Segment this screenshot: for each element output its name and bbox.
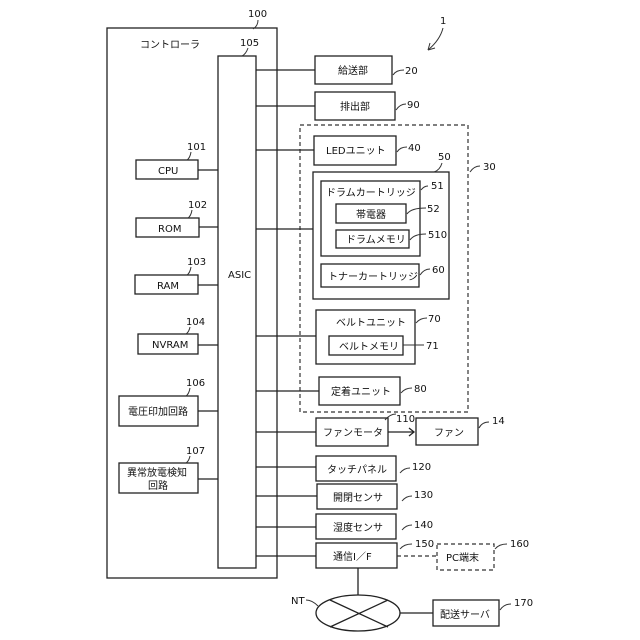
touch-panel-ref-leader [400, 468, 410, 473]
ejector-label: 排出部 [340, 100, 370, 113]
rom-label: ROM [158, 224, 181, 235]
charger-label: 帯電器 [356, 208, 386, 221]
open-sensor-ref: 130 [414, 490, 433, 501]
image-unit-group-ref-leader [470, 166, 480, 172]
process-ref-leader [434, 163, 442, 172]
fuser-ref-leader [401, 388, 412, 393]
asic-label: ASIC [228, 270, 251, 281]
fuser-ref: 80 [414, 384, 427, 395]
led-unit-label: LEDユニット [326, 146, 386, 157]
charger-ref: 52 [427, 204, 440, 215]
network-label: NT [291, 596, 305, 607]
image-unit-group-ref: 30 [483, 162, 496, 173]
fuser-label: 定着ユニット [331, 385, 391, 398]
touch-panel-ref: 120 [412, 462, 431, 473]
voltage-circuit-label: 電圧印加回路 [128, 405, 188, 418]
nvram-ref: 104 [186, 317, 205, 328]
pc-terminal-label: PC端末 [446, 551, 479, 564]
ejector-ref: 90 [407, 100, 420, 111]
comm-if-ref: 150 [415, 539, 434, 550]
delivery-server-ref-leader [500, 604, 511, 610]
asic-ref: 105 [240, 38, 259, 49]
feeder-ref-leader [393, 70, 404, 75]
open-sensor-label: 開閉センサ [333, 492, 383, 504]
touch-panel-label: タッチパネル [327, 464, 387, 476]
fan-ref-leader [479, 422, 489, 428]
humidity-sensor-ref: 140 [414, 520, 433, 531]
controller-label: コントローラ [140, 39, 200, 51]
led-unit-ref-leader [397, 147, 407, 152]
fan-motor-label: ファンモータ [323, 427, 383, 439]
ejector-ref-leader [396, 104, 406, 110]
ram-label: RAM [157, 281, 179, 292]
belt-unit-ref-leader [416, 318, 427, 323]
humidity-sensor-label: 湿度センサ [333, 521, 383, 534]
cpu-label: CPU [158, 166, 178, 177]
discharge-circuit-label-line1: 異常放電検知 [127, 466, 187, 479]
cpu-ref: 101 [187, 142, 206, 153]
discharge-circuit-label-line2: 回路 [148, 479, 168, 492]
comm-if-ref-leader [400, 544, 412, 549]
rom-ref: 102 [188, 200, 207, 211]
voltage-circuit-ref: 106 [186, 378, 205, 389]
drum-memory-label: ドラムメモリ [346, 234, 406, 246]
open-sensor-ref-leader [402, 496, 412, 501]
drum-cartridge-ref: 51 [431, 181, 444, 192]
toner-cartridge-label: トナーカートリッジ [328, 271, 418, 283]
process-ref: 50 [438, 152, 451, 163]
delivery-server-label: 配送サーバ [440, 608, 490, 621]
network-label-leader [306, 600, 318, 606]
delivery-server-ref: 170 [514, 598, 533, 609]
fan-label: ファン [434, 428, 464, 439]
drum-memory-ref: 510 [428, 230, 447, 241]
belt-memory-label: ベルトメモリ [339, 341, 399, 353]
belt-memory-ref: 71 [426, 341, 439, 352]
nvram-label: NVRAM [152, 340, 188, 351]
pc-terminal-ref-leader [495, 544, 507, 549]
comm-if-label: 通信I／F [333, 551, 372, 563]
led-unit-ref: 40 [408, 143, 421, 154]
fan-motor-ref: 110 [396, 414, 415, 425]
belt-unit-label: ベルトユニット [336, 317, 406, 329]
pc-terminal-ref: 160 [510, 539, 529, 550]
toner-cartridge-ref: 60 [432, 265, 445, 276]
feeder-ref: 20 [405, 66, 418, 77]
humidity-sensor-ref-leader [402, 525, 412, 530]
discharge-circuit-ref: 107 [186, 446, 205, 457]
ram-ref: 103 [187, 257, 206, 268]
drum-cartridge-label: ドラムカートリッジ [326, 187, 416, 199]
belt-unit-ref: 70 [428, 314, 441, 325]
controller-ref: 100 [248, 9, 267, 20]
system-ref-leader [428, 28, 443, 50]
fan-ref: 14 [492, 416, 505, 427]
feeder-label: 給送部 [338, 64, 368, 77]
asic-box [218, 56, 256, 568]
system-ref: 1 [440, 16, 446, 27]
